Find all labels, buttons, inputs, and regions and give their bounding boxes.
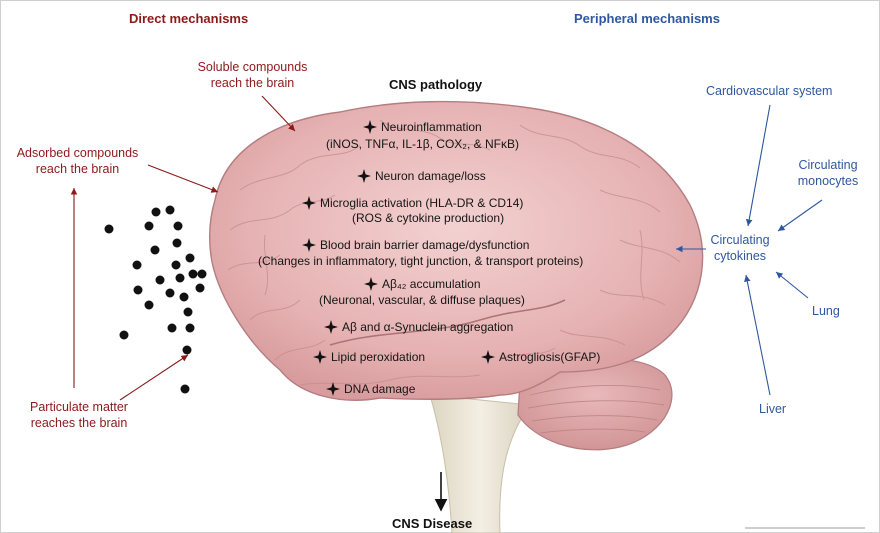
particle-dot	[155, 275, 165, 285]
peripheral-arrows	[676, 104, 823, 396]
bbb-detail: (Changes in inflammatory, tight junction…	[258, 254, 584, 268]
microglia-detail: (ROS & cytokine production)	[352, 211, 505, 225]
particle-dot	[165, 288, 175, 298]
brain-gyri	[227, 119, 681, 386]
particle-dot	[132, 260, 142, 270]
soluble-line-1: Soluble compounds	[197, 60, 308, 74]
particle-dot	[144, 221, 154, 231]
particle-dot	[150, 245, 160, 255]
circulating-cytokines-label: Circulating cytokines	[700, 232, 780, 264]
lung-label: Lung	[812, 304, 840, 318]
particle-dot	[151, 207, 161, 217]
four-point-star-icon	[481, 350, 495, 364]
lipid-peroxidation-label: Lipid peroxidation	[331, 350, 426, 364]
abeta42-accumulation-label: Aβ₄₂ accumulation	[382, 277, 481, 291]
particle-dot	[188, 269, 198, 279]
four-point-star-icon	[324, 320, 338, 334]
particle-dot	[104, 224, 114, 234]
particle-dot	[180, 384, 190, 394]
particulate-arrow	[119, 354, 189, 401]
astrogliosis-label: Astrogliosis(GFAP)	[499, 350, 601, 364]
direct-arrows	[70, 95, 296, 401]
dna-damage-label: DNA damage	[344, 382, 416, 396]
particle-dot	[195, 283, 205, 293]
lung-arrow	[775, 271, 809, 299]
soluble-line-2: reach the brain	[210, 76, 295, 90]
monocytes-arrow	[777, 199, 823, 232]
particle-dot	[167, 323, 177, 333]
particulate-line-1: Particulate matter	[30, 400, 128, 414]
liver-label: Liver	[759, 402, 787, 416]
four-point-star-icon	[302, 238, 316, 252]
particulate-line-2: reaches the brain	[30, 416, 128, 430]
liver-arrow	[744, 274, 771, 396]
soluble-compounds-label: Soluble compounds reach the brain	[185, 59, 320, 91]
particle-dot	[185, 253, 195, 263]
cerebellum-folds	[527, 384, 665, 434]
particle-dot	[175, 273, 185, 283]
four-point-star-icon	[302, 196, 316, 210]
circulating-monocytes-label: Circulating monocytes	[788, 157, 868, 189]
monocytes-line-1: Circulating	[798, 158, 858, 172]
adsorbed-compounds-label: Adsorbed compounds reach the brain	[5, 145, 150, 177]
cns-disease-header: CNS Disease	[392, 516, 473, 531]
lateral-fissure	[329, 299, 566, 346]
soluble-arrow	[261, 95, 296, 132]
microglia-activation-label: Microglia activation (HLA-DR & CD14)	[320, 196, 524, 210]
four-point-star-icon	[364, 277, 378, 291]
adsorbed-line-2: reach the brain	[35, 162, 120, 176]
particle-dot	[179, 292, 189, 302]
four-point-star-icon	[357, 169, 371, 183]
aggregation-label: Aβ and α-Synuclein aggregation	[342, 320, 514, 334]
particle-dot	[171, 260, 181, 270]
particulate-matter-dots	[104, 205, 207, 394]
particulate-matter-label: Particulate matter reaches the brain	[14, 399, 144, 431]
particle-dot	[144, 300, 154, 310]
monocytes-line-2: monocytes	[797, 174, 859, 188]
direct-mechanisms-header: Direct mechanisms	[129, 11, 249, 26]
four-point-star-icon	[363, 120, 377, 134]
cytokines-line-1: Circulating	[710, 233, 770, 247]
peripheral-mechanisms-header: Peripheral mechanisms	[574, 11, 720, 26]
adsorbed-line-1: Adsorbed compounds	[16, 146, 139, 160]
particle-dot	[172, 238, 182, 248]
four-point-star-icon	[326, 382, 340, 396]
particle-dot	[165, 205, 175, 215]
cytokines-line-2: cytokines	[713, 249, 767, 263]
particle-dot	[185, 323, 195, 333]
neuroinflammation-label: Neuroinflammation	[381, 120, 482, 134]
particle-dot	[119, 330, 129, 340]
cardiovascular-system-label: Cardiovascular system	[706, 84, 833, 98]
particle-dot	[173, 221, 183, 231]
cns-pathology-header: CNS pathology	[389, 77, 483, 92]
particle-dot	[183, 307, 193, 317]
neuron-damage-label: Neuron damage/loss	[375, 169, 486, 183]
neuroinflammation-detail: (iNOS, TNFα, IL-1β, COX₂, & NFκB)	[326, 137, 519, 151]
brain-stem	[429, 394, 531, 533]
abeta42-detail: (Neuronal, vascular, & diffuse plaques)	[319, 293, 525, 307]
cardiovascular-arrow	[745, 104, 771, 227]
four-point-star-icon	[313, 350, 327, 364]
particle-dot	[133, 285, 143, 295]
bbb-damage-label: Blood brain barrier damage/dysfunction	[320, 238, 530, 252]
adsorbed-arrow	[147, 164, 219, 193]
particle-dot	[197, 269, 207, 279]
particle-dot	[182, 345, 192, 355]
